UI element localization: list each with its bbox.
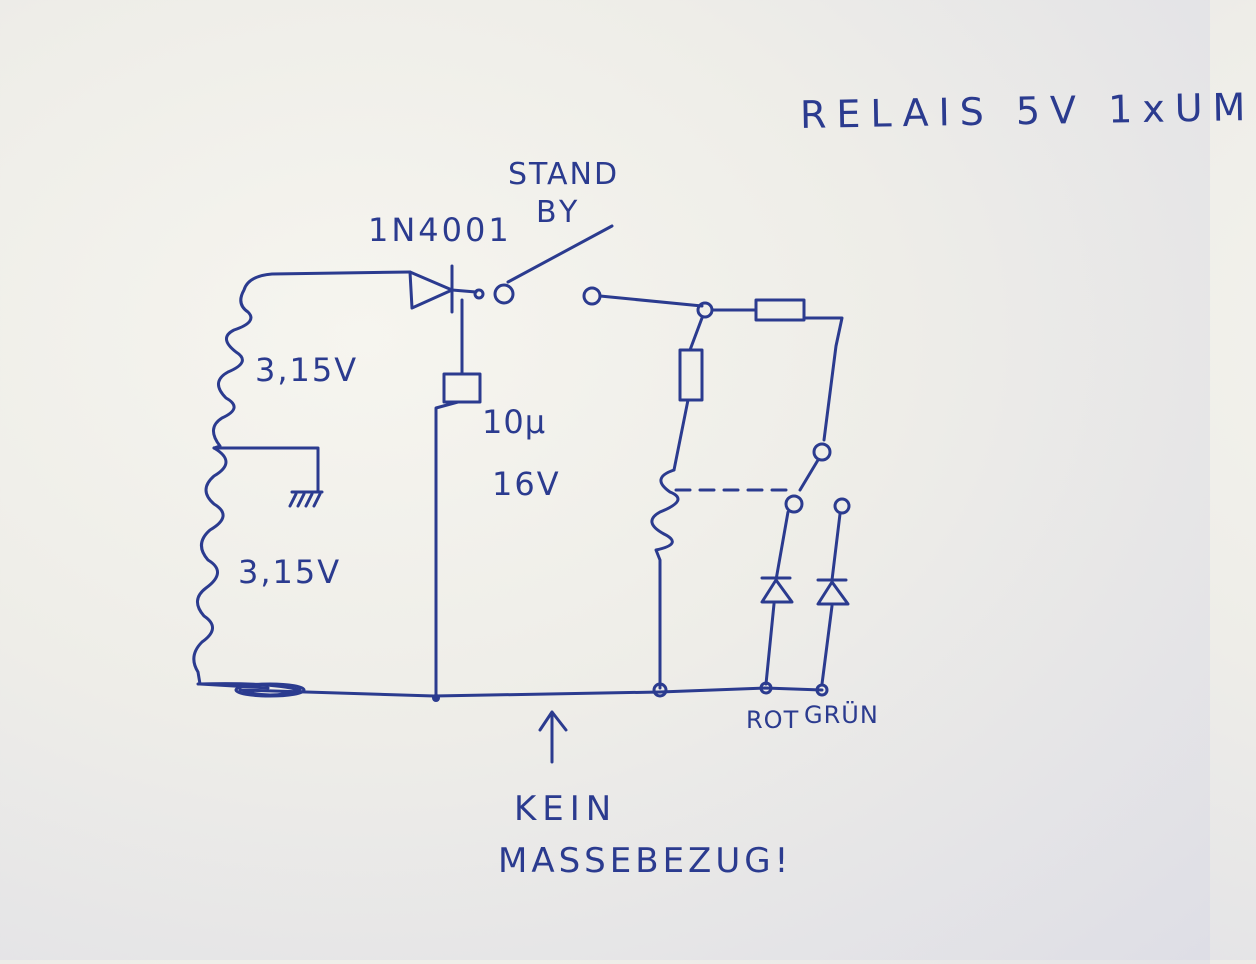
winding-bottom-voltage: 3,15V <box>238 553 342 591</box>
capacitor-value-label: 10µ <box>482 403 547 441</box>
coil-resistor-bottom-wire <box>672 398 690 472</box>
junction-node-3 <box>652 682 668 698</box>
winding-top <box>212 270 412 450</box>
junction-node-2 <box>696 301 714 319</box>
note-line1: KEIN <box>514 789 618 829</box>
switch-terminal-out <box>582 286 602 306</box>
junction-node-green <box>815 683 829 697</box>
red-led-symbol <box>760 576 794 604</box>
junction-node-1 <box>473 288 485 300</box>
coil-branch-wire <box>688 316 704 352</box>
led-red-label: ROT <box>746 706 800 734</box>
relay-contact-common <box>812 442 832 462</box>
note-line2: MASSEBEZUG! <box>498 841 793 881</box>
junction-node-4 <box>432 694 440 702</box>
annotation-arrow <box>538 710 568 764</box>
bottom-rail-loop <box>234 682 306 698</box>
coil-resistor <box>678 348 704 402</box>
red-led-wire-bottom <box>764 602 776 686</box>
relay-coil <box>650 468 680 690</box>
diode-to-switch-wire <box>450 288 478 294</box>
schematic-sheet: RELAIS 5V 1xUM STAND BY 1N4001 3,15V 3,1… <box>192 85 1256 881</box>
relay-contact-nc <box>784 494 804 514</box>
relay-contact-arm <box>798 458 820 492</box>
standby-label-line2: BY <box>536 195 582 230</box>
led-green-label: GRÜN <box>804 701 879 729</box>
schematic-drawing <box>192 224 851 764</box>
capacitor-symbol <box>442 372 482 404</box>
diode-1n4001-symbol <box>408 264 454 314</box>
resistor-to-corner-wire <box>802 316 844 442</box>
winding-bottom <box>192 446 270 690</box>
series-resistor <box>754 298 806 322</box>
ground-symbol <box>288 490 324 508</box>
diode-label: 1N4001 <box>368 211 512 249</box>
relay-contact-no <box>833 497 851 515</box>
winding-top-voltage: 3,15V <box>255 351 359 389</box>
standby-label-line1: STAND <box>508 157 620 192</box>
switch-terminal-common <box>493 283 515 305</box>
center-tap-wire <box>212 446 320 494</box>
capacitor-voltage-label: 16V <box>492 465 561 503</box>
red-led-wire-top <box>774 510 790 582</box>
junction-node-red <box>759 681 773 695</box>
relay-title-label: RELAIS 5V 1xUM <box>799 85 1256 137</box>
top-rail <box>598 294 704 308</box>
bottom-rail <box>196 682 824 698</box>
green-led-symbol <box>816 578 850 606</box>
standby-switch-arm <box>506 224 614 284</box>
capacitor-bottom-wire <box>434 400 460 698</box>
green-led-wire-bottom <box>820 604 834 686</box>
green-led-wire-top <box>830 512 842 582</box>
